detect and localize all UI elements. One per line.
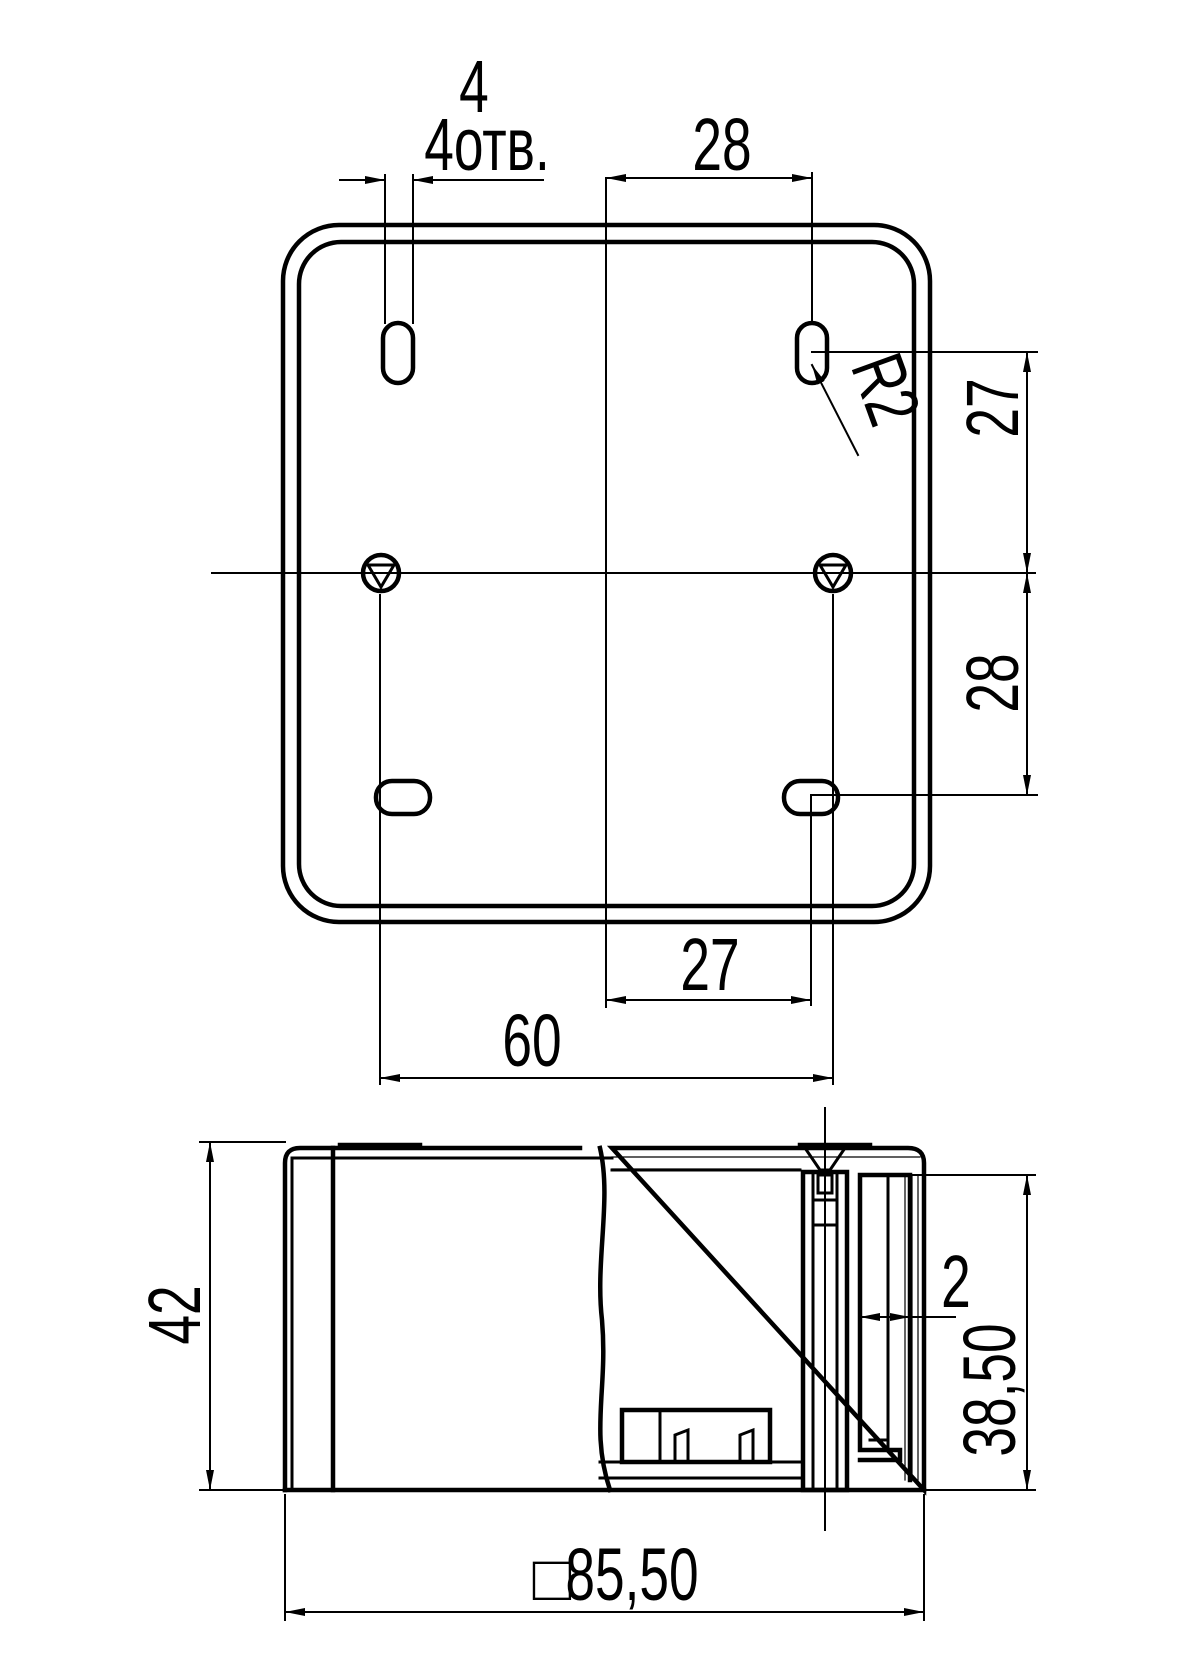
dim-right-27: 27 [951, 378, 1034, 437]
dim-radius: R2 [835, 343, 936, 435]
right-wall-section [857, 1172, 913, 1483]
terminal-block [598, 1407, 802, 1480]
dim-top-28: 28 [692, 103, 751, 186]
countersunk-hole-left [360, 552, 402, 594]
side-body-outline [282, 1145, 927, 1496]
dim-height-42: 42 [133, 1285, 216, 1344]
dim-slot-count: 4отв. [424, 103, 550, 186]
radius-leader [810, 363, 860, 457]
dim-right-28: 28 [951, 653, 1034, 712]
slot-bottom-left [373, 778, 433, 817]
top-view: 4 4отв. 28 R2 27 28 27 60 [211, 45, 1038, 1085]
slot-top-left [380, 320, 416, 386]
dim-height-38-50: 38,50 [948, 1323, 1031, 1456]
screw-post [800, 1107, 850, 1531]
side-view: 42 2 38,50 □ 85,50 [133, 1107, 1036, 1621]
dim-bottom-27: 27 [680, 923, 739, 1006]
section-break-line [597, 1145, 613, 1493]
dim-width-85-50: 85,50 [565, 1533, 698, 1616]
dim-width-symbol: □ [533, 1542, 572, 1614]
dim-bottom-60: 60 [502, 999, 561, 1082]
dim-wall-2: 2 [941, 1240, 971, 1323]
dim-slot-width: 4 [459, 45, 489, 128]
countersunk-hole-right [812, 552, 854, 594]
